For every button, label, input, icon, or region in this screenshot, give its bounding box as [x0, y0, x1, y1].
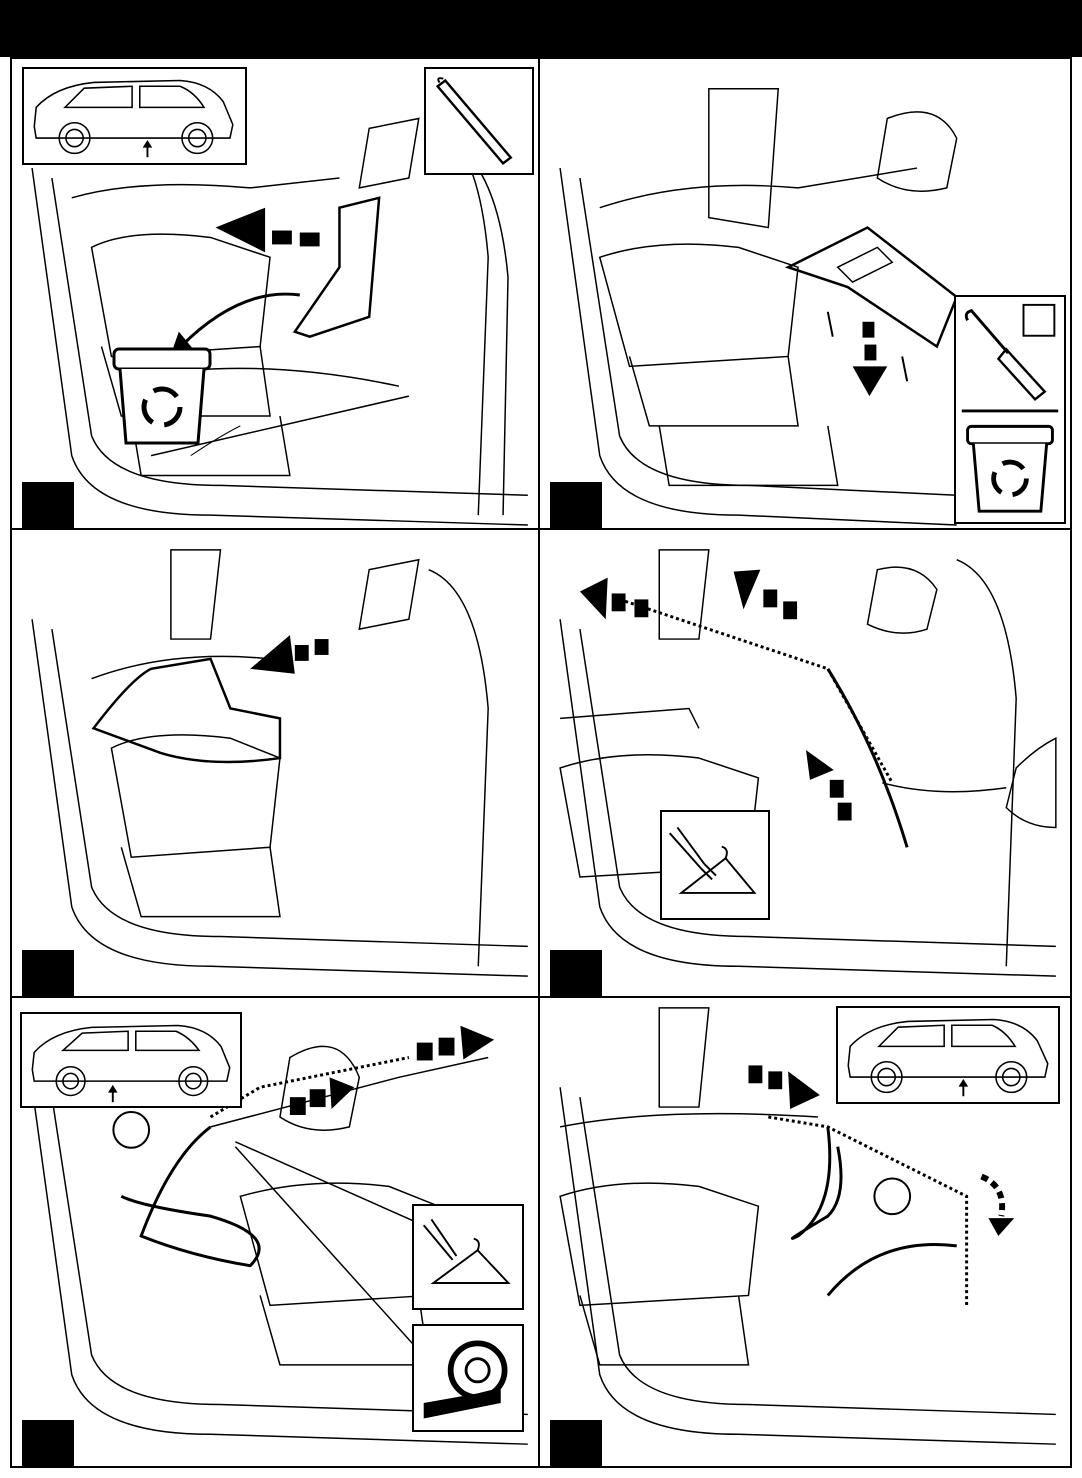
step-panel-1	[10, 57, 540, 530]
dashed-arrow-icon	[853, 322, 888, 396]
step-panel-3	[10, 528, 540, 998]
pliers-icon	[424, 1219, 457, 1259]
step-number-6	[550, 1420, 602, 1466]
tool-and-recycle-column	[954, 295, 1066, 524]
step-number-4	[550, 950, 602, 996]
tape-roll-icon	[412, 1324, 524, 1432]
vehicle-side-view-icon	[836, 1006, 1060, 1104]
header-bar	[0, 0, 1082, 57]
dashed-arrow-icon	[290, 1026, 494, 1115]
step-panel-2	[538, 57, 1072, 530]
interior-illustration-3	[12, 530, 538, 996]
dashed-arrow-icon	[580, 570, 852, 821]
dashed-arrow-icon	[250, 635, 328, 674]
vehicle-side-view-icon	[20, 1012, 242, 1108]
pliers-hanger-inset	[660, 810, 770, 920]
step-number-1	[22, 482, 74, 528]
step-panel-6	[538, 996, 1072, 1468]
interior-illustration-4	[540, 530, 1070, 996]
screwdriver-icon	[956, 297, 1064, 522]
dashed-arrow-icon	[216, 208, 320, 253]
step-number-5	[22, 1420, 74, 1466]
step-number-3	[22, 950, 74, 996]
coat-hanger-icon	[681, 847, 754, 893]
recycle-bin-icon	[112, 347, 212, 447]
step-panel-5	[10, 996, 540, 1468]
recycle-bin-icon	[968, 426, 1053, 511]
coat-hanger-icon	[433, 1239, 508, 1283]
step-number-2	[550, 482, 602, 528]
pliers-hanger-inset	[412, 1204, 524, 1310]
step-grid	[0, 57, 1082, 1478]
vehicle-side-view-icon	[22, 67, 247, 165]
trim-removal-tool-icon	[424, 67, 534, 175]
step-panel-4	[538, 528, 1072, 998]
